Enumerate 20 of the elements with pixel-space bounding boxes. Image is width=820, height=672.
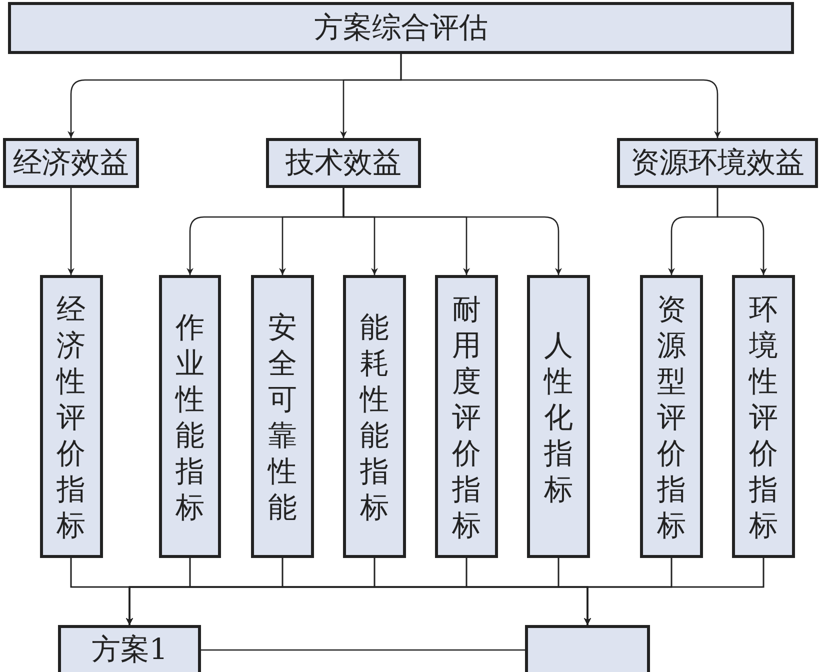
indicator-box: 环境性评价指标 [732,275,795,558]
process-box: 经济效益 [3,138,139,188]
indicator-box: 作业性能指标 [159,275,221,558]
connector-line [201,649,525,651]
process-box: 资源环境效益 [617,138,818,188]
arrow [716,188,767,275]
empty-box [525,625,650,672]
indicator-box: 能耗性能指标 [343,275,406,558]
arrow [584,558,764,625]
arrow [400,54,721,138]
indicator-box: 安全可靠性能 [251,275,314,558]
process-box: 技术效益 [266,138,421,188]
indicator-box: 人性化指标 [527,275,590,558]
indicator-box: 耐用度评价指标 [435,275,498,558]
indicator-box: 经济性评价指标 [40,275,102,558]
arrow [342,188,562,275]
process-box: 方案综合评估 [8,2,794,54]
process-box: 方案1 [58,625,201,672]
arrow [68,188,74,275]
indicator-box: 资源型评价指标 [640,275,703,558]
